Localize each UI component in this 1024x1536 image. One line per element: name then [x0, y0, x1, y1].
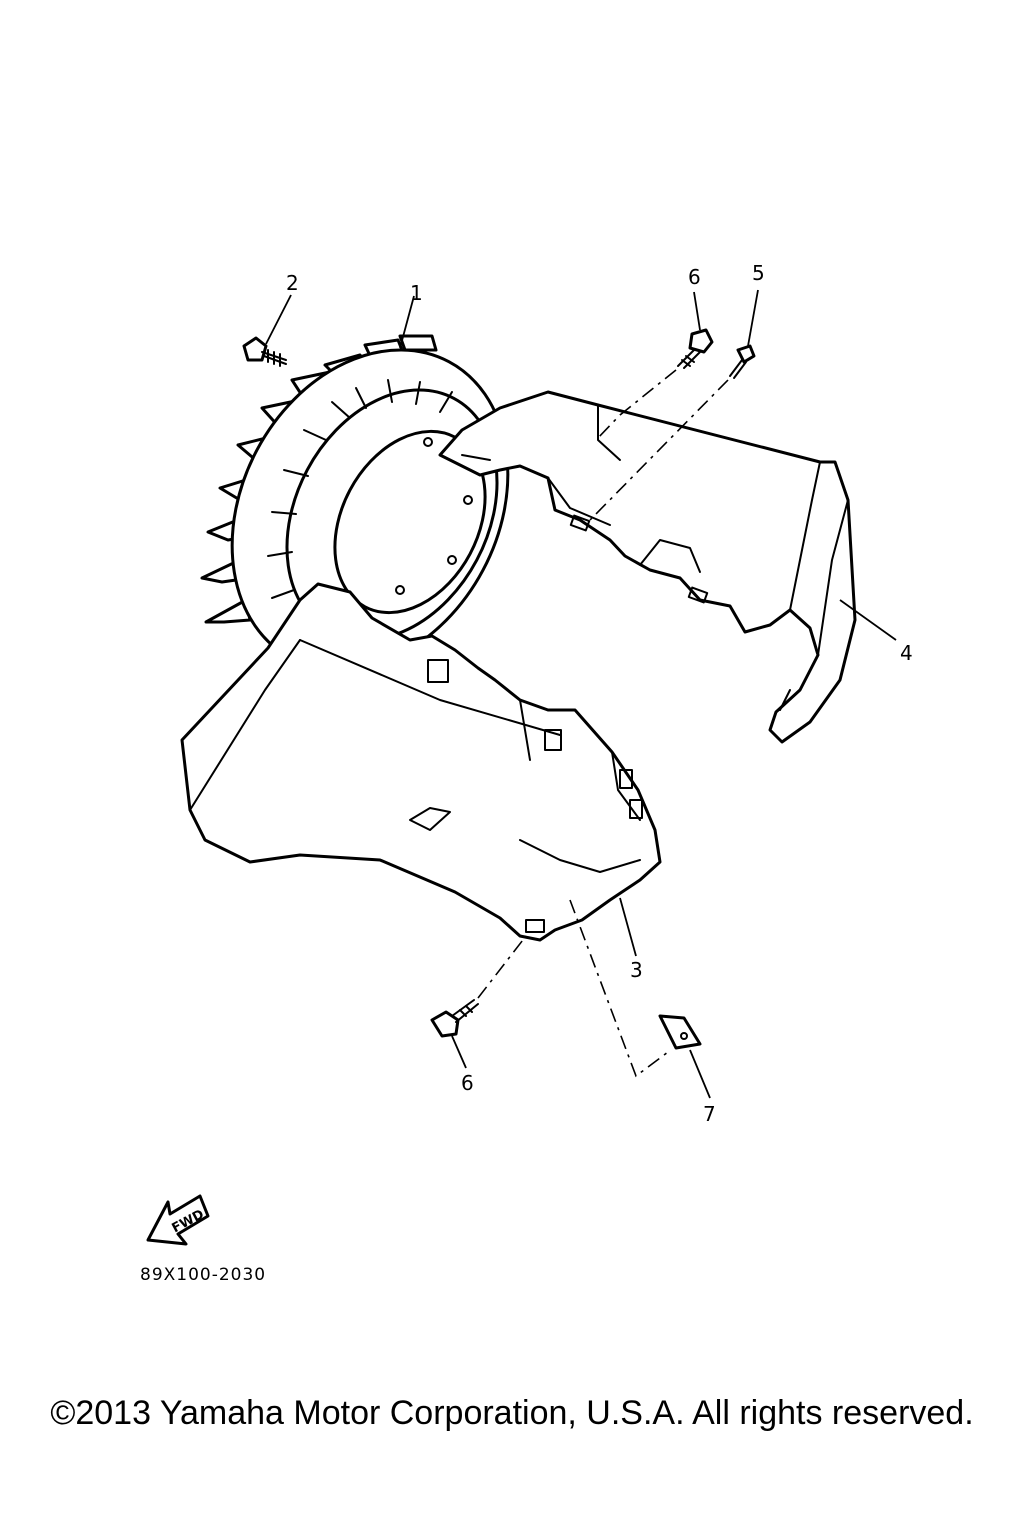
diagram-code: 89X100-2030: [140, 1265, 266, 1285]
bolt-part-6-bottom: [430, 999, 479, 1038]
callout-1: 1: [410, 281, 423, 305]
bolt-part-2: [242, 336, 287, 367]
callout-7: 7: [703, 1102, 716, 1126]
leader-lines: [265, 289, 897, 1099]
forward-arrow-icon: FWD: [146, 1194, 210, 1246]
fan-bolt-holes: [395, 437, 473, 595]
callout-6-top: 6: [688, 265, 701, 289]
callout-4: 4: [900, 641, 913, 665]
callout-numbers: 2 1 6 5 4 3 6 7: [286, 261, 913, 1126]
callout-5: 5: [752, 261, 765, 285]
clip-part-7: [658, 1014, 702, 1050]
callout-6-bottom: 6: [461, 1071, 474, 1095]
copyright-notice: ©2013 Yamaha Motor Corporation, U.S.A. A…: [50, 1394, 974, 1432]
fan-slots: [267, 379, 453, 599]
screw-part-5: [729, 344, 756, 379]
front-shroud-part: [180, 582, 662, 942]
rear-shroud-part: [438, 390, 857, 744]
bolt-part-6-top: [677, 328, 714, 369]
assembly-lines: [477, 369, 729, 1078]
callout-2: 2: [286, 271, 299, 295]
callout-3: 3: [630, 958, 643, 982]
